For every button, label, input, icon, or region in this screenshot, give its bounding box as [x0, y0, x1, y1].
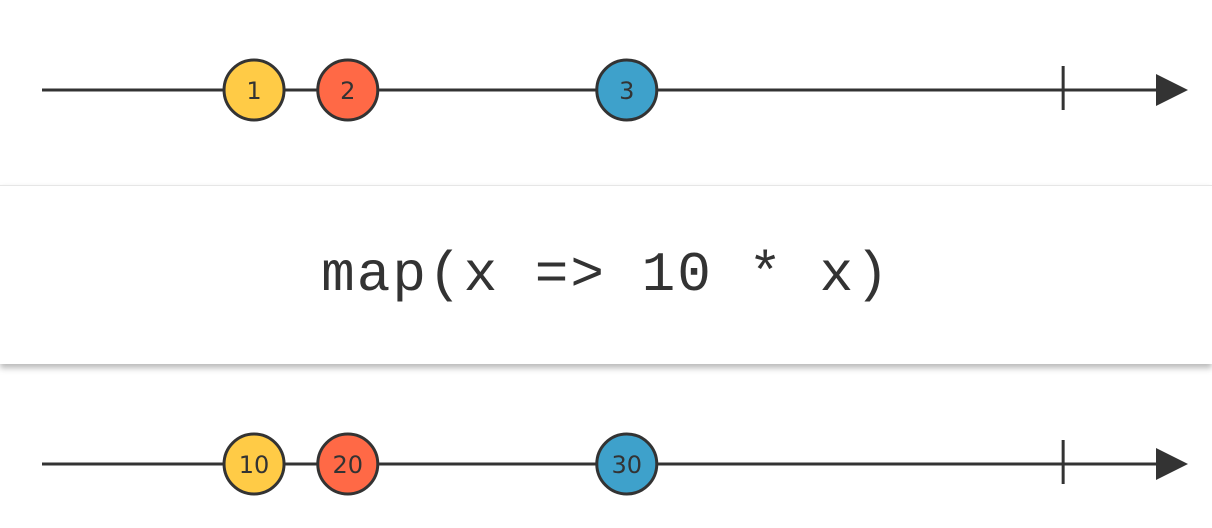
marble-value: 3 — [619, 77, 634, 105]
marble-value: 20 — [333, 451, 364, 479]
marble-circle — [316, 432, 380, 496]
marble-value: 1 — [246, 77, 261, 105]
marble-value: 30 — [612, 451, 643, 479]
timeline-arrowhead — [1156, 74, 1188, 106]
operator-label: map(x => 10 * x) — [321, 243, 891, 307]
marble-circle — [316, 58, 380, 122]
output-timeline: 10 20 30 — [42, 432, 1188, 496]
marble: 30 — [595, 432, 659, 496]
marble-circle — [595, 432, 659, 496]
marble: 2 — [316, 58, 380, 122]
marble-circle — [222, 58, 286, 122]
operator-box: map(x => 10 * x) — [0, 185, 1212, 364]
timeline-arrowhead — [1156, 448, 1188, 480]
input-timeline: 1 2 3 — [42, 58, 1188, 122]
marble: 10 — [222, 432, 286, 496]
marble-value: 10 — [239, 451, 270, 479]
marble: 20 — [316, 432, 380, 496]
marble-circle — [222, 432, 286, 496]
marble-value: 2 — [340, 77, 355, 105]
marble: 3 — [595, 58, 659, 122]
marble: 1 — [222, 58, 286, 122]
marble-circle — [595, 58, 659, 122]
